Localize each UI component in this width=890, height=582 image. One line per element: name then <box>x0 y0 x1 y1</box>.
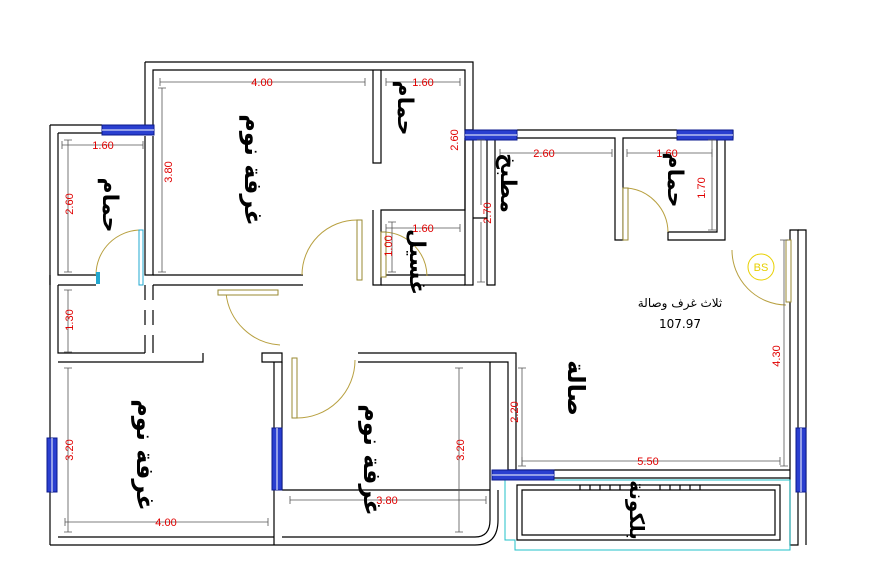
bs-marker-circle <box>747 253 775 281</box>
dim-kitchen-height-b: 2.70 <box>482 202 494 223</box>
dim-bath-top-width: 1.60 <box>412 77 433 89</box>
plan-info: ثلاث غرف وصالة 107.97 BS <box>638 253 775 331</box>
plan-area: 107.97 <box>659 317 701 331</box>
dim-bath-left-height: 2.60 <box>64 193 76 214</box>
dim-bedroom-left-height: 3.20 <box>64 439 76 460</box>
dim-laundry-width: 1.60 <box>412 223 433 235</box>
plan-title: ثلاث غرف وصالة <box>638 296 723 311</box>
door-bath-right <box>626 187 669 233</box>
walls <box>49 61 807 546</box>
dim-bedroom-top-width: 4.00 <box>251 77 272 89</box>
room-bath-left: حمام <box>97 178 122 233</box>
dim-laundry-height: 1.00 <box>383 235 395 256</box>
room-bedroom-bottom-left: غرفة نوم <box>131 399 159 511</box>
dim-hall-height-b: 4.30 <box>771 345 783 366</box>
doors <box>95 187 792 419</box>
dim-bath-right-height: 1.70 <box>696 177 708 198</box>
bs-marker-label: BS <box>754 262 769 274</box>
dim-kitchen-height-a: 2.60 <box>449 129 461 150</box>
dimension-labels: 4.00 1.60 1.60 2.60 1.60 1.60 5.50 4.00 … <box>64 77 783 529</box>
balcony-outline <box>498 479 791 551</box>
room-labels: غرفة نوم حمام حمام مطبخ حمام غسيل غرفة ن… <box>97 81 687 540</box>
dim-hall-height-a: 2.20 <box>509 401 521 422</box>
dim-corridor-height: 1.30 <box>64 309 76 330</box>
door-bedroom-top <box>301 219 358 276</box>
dimension-lines <box>61 78 788 533</box>
dim-bedroom-left-width: 4.00 <box>155 517 176 529</box>
windows <box>46 124 807 493</box>
dim-hall-width: 5.50 <box>637 456 658 468</box>
dim-kitchen-width: 2.60 <box>533 148 554 160</box>
dim-bedroom-mid-height: 3.20 <box>455 439 467 460</box>
dim-bedroom-mid-width: 3.80 <box>376 495 397 507</box>
door-bath-left <box>95 229 142 276</box>
dim-bedroom-top-height: 3.80 <box>163 161 175 182</box>
door-entrance <box>731 249 787 306</box>
room-hall: صالة <box>562 360 590 416</box>
dim-bath-right-width: 1.60 <box>656 148 677 160</box>
room-balcony: بلكونة <box>625 480 649 539</box>
door-bedroom-mid <box>295 359 356 419</box>
room-bath-top: حمام <box>392 81 417 136</box>
room-kitchen: مطبخ <box>495 153 520 213</box>
room-bath-right: حمام <box>662 153 687 208</box>
room-laundry: غسيل <box>404 229 429 295</box>
room-bedroom-bottom-mid: غرفة نوم <box>358 404 386 516</box>
room-bedroom-top: غرفة نوم <box>239 114 267 226</box>
door-corridor <box>225 292 281 346</box>
dim-bath-left-width: 1.60 <box>92 140 113 152</box>
